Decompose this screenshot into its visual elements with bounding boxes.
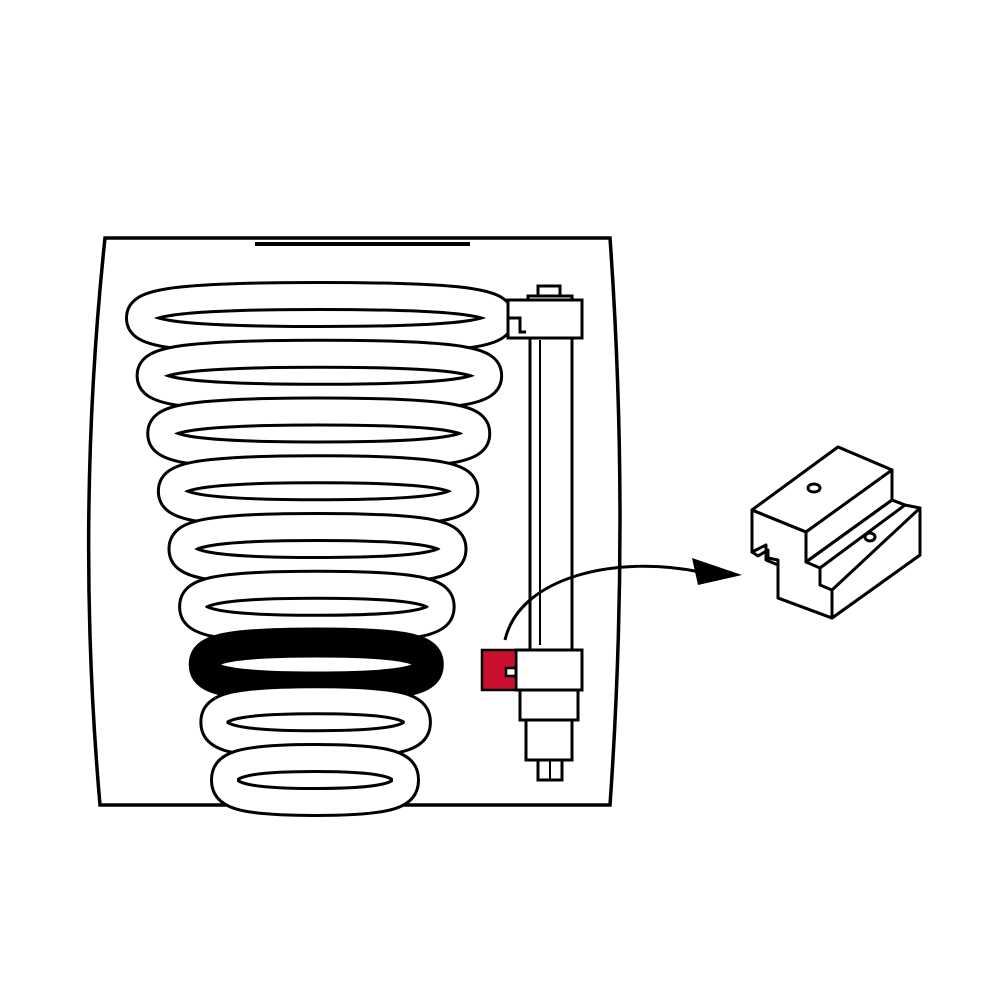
bracket-detail-view bbox=[750, 445, 922, 620]
bottom-clamp bbox=[514, 648, 584, 782]
coil-spring bbox=[124, 242, 516, 818]
coil-turn-fill bbox=[212, 746, 418, 815]
screw-hole bbox=[863, 531, 877, 543]
screw-hole bbox=[806, 482, 822, 494]
callout-arrow bbox=[503, 558, 742, 641]
highlighted-bracket bbox=[480, 648, 518, 692]
top-clamp bbox=[506, 298, 584, 340]
support-rod bbox=[480, 284, 584, 782]
